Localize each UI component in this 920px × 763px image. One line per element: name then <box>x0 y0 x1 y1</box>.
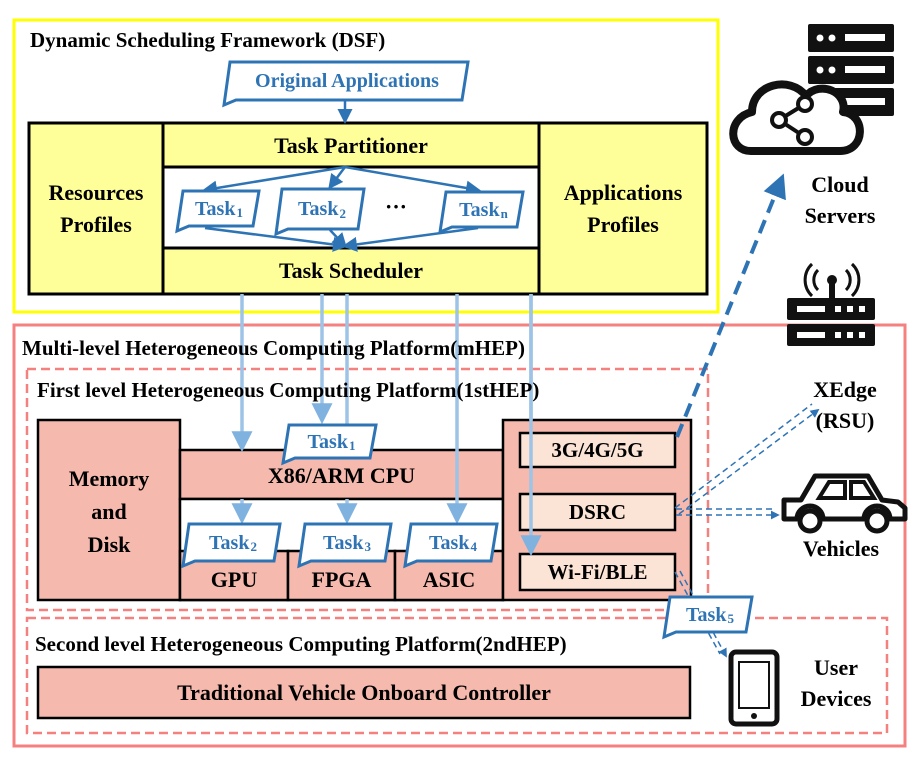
cloud-link <box>675 173 786 438</box>
task-scheduler-box <box>161 246 541 296</box>
cloud-label-2: Servers <box>804 203 876 228</box>
vehicles-label: Vehicles <box>802 536 880 561</box>
task-shapes <box>175 60 754 640</box>
dsf-title: Dynamic Scheduling Framework (DSF) <box>30 28 386 52</box>
cloud-icon <box>729 80 864 155</box>
wifi-box <box>518 552 677 592</box>
controller-label: Traditional Vehicle Onboard Controller <box>177 679 551 705</box>
asic-label: ASIC <box>422 567 476 592</box>
memory-box <box>36 418 182 602</box>
dsrc-label: DSRC <box>568 499 627 524</box>
task-scheduler-label: Task Scheduler <box>278 258 424 283</box>
wifi-label: Wi-Fi/BLE <box>547 559 648 584</box>
resources-label-1: Resources <box>48 180 144 205</box>
dsrc-box <box>518 492 677 532</box>
cpu-label: X86/ARM CPU <box>267 463 416 488</box>
resources-profiles-box <box>27 121 165 296</box>
memory-label-1: Memory <box>68 466 150 491</box>
original-applications-label: Original Applications <box>255 69 439 92</box>
user-devices-label-1: User <box>814 655 858 680</box>
first-hep-title: First level Heterogeneous Computing Plat… <box>37 378 540 402</box>
xedge-label-2: (RSU) <box>815 408 875 433</box>
xedge-label-1: XEdge <box>813 377 877 402</box>
user-devices-label-2: Devices <box>800 686 872 711</box>
gpu-label: GPU <box>210 567 258 592</box>
controller-box <box>36 665 692 720</box>
applications-profiles-box <box>537 121 709 296</box>
task-ellipsis: ··· <box>385 194 408 219</box>
partition-arrows <box>202 165 481 252</box>
car-icon <box>781 473 908 534</box>
applications-label-2: Profiles <box>587 212 659 237</box>
device-icon <box>728 649 780 727</box>
task-partitioner-label: Task Partitioner <box>274 133 428 158</box>
task-partitioner-box <box>161 121 541 169</box>
net-3g-box <box>518 431 677 469</box>
dsrc-links <box>674 403 820 520</box>
router-icon <box>787 262 875 346</box>
net-3g-label: 3G/4G/5G <box>551 437 644 462</box>
fpga-label: FPGA <box>311 567 372 592</box>
memory-label-3: Disk <box>87 532 131 557</box>
second-hep-frame <box>25 616 889 735</box>
mhep-title: Multi-level Heterogeneous Computing Plat… <box>22 336 525 360</box>
cloud-label-1: Cloud <box>811 172 869 197</box>
applications-label-1: Applications <box>563 180 683 205</box>
wifi-links <box>674 570 727 658</box>
second-hep-title: Second level Heterogeneous Computing Pla… <box>35 632 567 656</box>
memory-label-2: and <box>91 499 127 524</box>
resources-label-2: Profiles <box>60 212 132 237</box>
first-hep-frame <box>25 367 710 612</box>
